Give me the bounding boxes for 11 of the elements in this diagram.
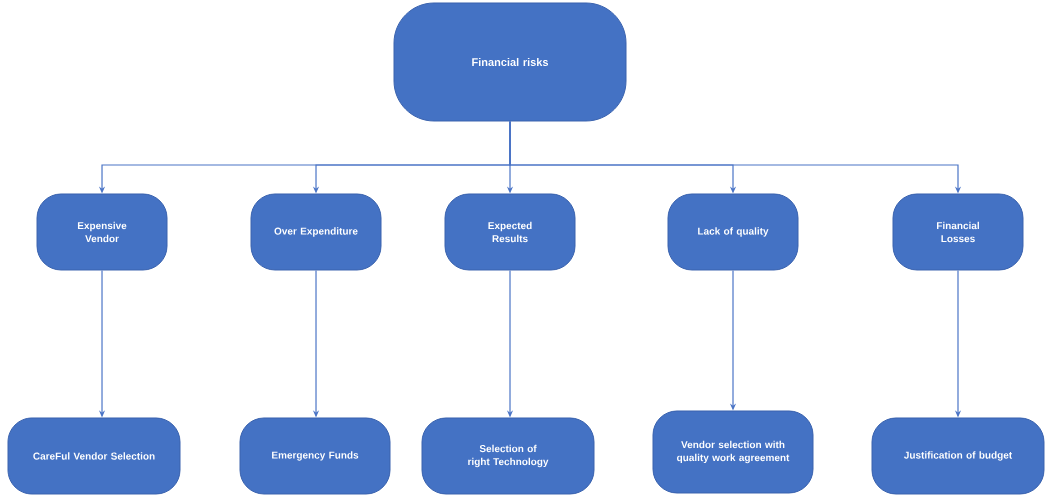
rounded-box: Selection of right Technology (421, 417, 595, 495)
rounded-box: Lack of quality (667, 193, 799, 271)
rounded-box: Over Expenditure (250, 193, 382, 271)
root-box: Financial risks (393, 2, 627, 122)
rounded-box: Financial Losses (892, 193, 1024, 271)
rounded-box: Expected Results (444, 193, 576, 271)
rounded-box: Expensive Vendor (36, 193, 168, 271)
rounded-box: Vendor selection with quality work agreement (652, 410, 814, 494)
rounded-box: Justification of budget (871, 417, 1045, 495)
rounded-box: CareFul Vendor Selection (7, 417, 181, 495)
rounded-box: Emergency Funds (239, 417, 391, 495)
